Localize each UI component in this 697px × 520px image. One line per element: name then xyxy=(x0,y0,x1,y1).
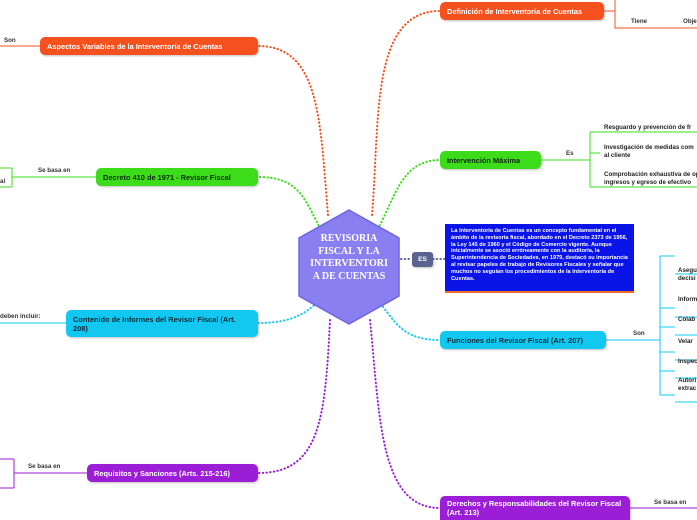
link-derechos xyxy=(369,319,441,509)
branch-funciones[interactable]: Funciones del Revisor Fiscal (Art. 207) xyxy=(440,331,606,349)
label-tiene: Tiene xyxy=(631,18,648,25)
es-label[interactable]: ES xyxy=(412,252,433,267)
link-decreto xyxy=(257,176,323,233)
leaf-decreto-fragment: al xyxy=(0,178,6,185)
leaf-funciones-1[interactable]: Asegu decisi xyxy=(678,267,697,282)
leaf-intervencion-2[interactable]: Investigación de medidas com al cliente xyxy=(604,144,694,159)
branch-contenido[interactable]: Contenido de Informes del Revisor Fiscal… xyxy=(66,310,258,337)
link-definicion xyxy=(371,10,441,216)
leaf-funciones-4[interactable]: Velar xyxy=(678,338,693,345)
central-topic-label: REVISORIA FISCAL Y LA INTERVENTORIA DE C… xyxy=(310,233,388,282)
leaf-intervencion-1[interactable]: Resguardo y prevención de fr xyxy=(604,124,692,131)
hexagon-shape xyxy=(298,209,400,325)
connector-es-intervencion: Es xyxy=(566,150,574,157)
link-requisitos xyxy=(257,319,331,474)
leaf-funciones-3[interactable]: Colab xyxy=(678,316,696,323)
connector-son-funciones: Son xyxy=(633,330,645,337)
branch-decreto[interactable]: Decreto 410 de 1971 - Revisor Fiscal xyxy=(96,168,258,186)
branch-derechos[interactable]: Derechos y Responsabilidades del Revisor… xyxy=(440,496,630,520)
connector-son-aspectos: Son xyxy=(4,37,16,44)
central-topic[interactable]: REVISORIA FISCAL Y LA INTERVENTORIA DE C… xyxy=(297,209,401,325)
link-intervencion xyxy=(375,159,441,233)
label-objetivo: Obje xyxy=(683,18,697,25)
connector-decreto: Se basa en xyxy=(38,167,71,174)
link-aspectos xyxy=(257,45,329,216)
branch-requisitos[interactable]: Requisitos y Sanciones (Arts. 215-216) xyxy=(87,464,258,482)
leaf-funciones-5[interactable]: Inspec xyxy=(678,358,697,365)
connector-contenido: deben incluir: xyxy=(0,313,41,320)
branch-intervencion[interactable]: Intervención Máxima xyxy=(440,151,541,169)
leaf-intervencion-3[interactable]: Comprobación exhaustiva de ope ingresos … xyxy=(604,171,697,186)
connector-requisitos: Se basa en xyxy=(28,463,61,470)
branch-definicion[interactable]: Definición de Interventoría de Cuentas xyxy=(440,2,604,20)
leaf-funciones-6[interactable]: Autori extrac xyxy=(678,377,697,392)
definition-box[interactable]: La Interventoria de Cuentas es un concep… xyxy=(445,224,634,293)
leaf-funciones-2[interactable]: Inform xyxy=(678,296,697,303)
branch-aspectos[interactable]: Aspectos Variables de la Interventoría d… xyxy=(40,37,258,55)
connector-derechos: Se basa en xyxy=(654,499,687,506)
